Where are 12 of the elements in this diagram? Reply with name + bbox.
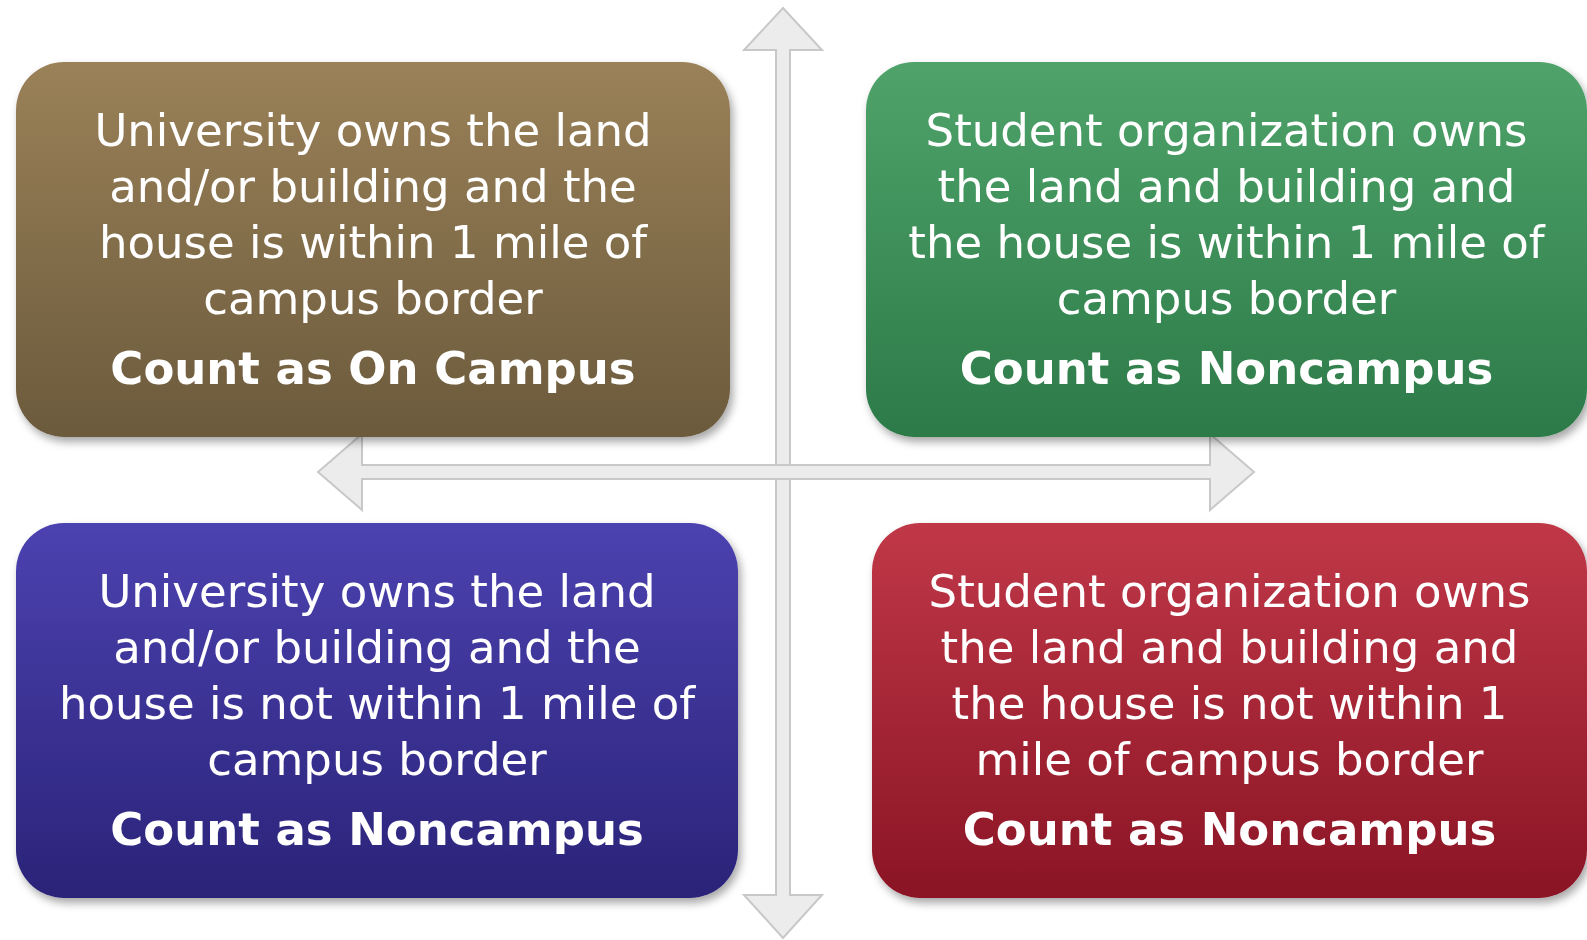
quadrant-box bbox=[16, 62, 730, 437]
condition-text: University owns the land and/or building and the house is not within 1 mile of campus border bbox=[57, 563, 697, 788]
classification-text: Count as Noncampus bbox=[959, 340, 1494, 397]
quadrant-box bbox=[866, 62, 1587, 437]
quadrant-box bbox=[872, 523, 1587, 898]
classification-text: Count as Noncampus bbox=[962, 801, 1497, 858]
classification-text: Count as On Campus bbox=[110, 340, 636, 397]
condition-text: Student organization owns the land and building and the house is not within 1 mile of campus border bbox=[927, 563, 1532, 788]
classification-text: Count as Noncampus bbox=[110, 801, 644, 858]
condition-text: University owns the land and/or building and the house is within 1 mile of campus border bbox=[93, 102, 653, 327]
condition-text: Student organization owns the land and building and the house is within 1 mile of campus border bbox=[907, 102, 1547, 327]
quadrant-box bbox=[16, 523, 738, 898]
